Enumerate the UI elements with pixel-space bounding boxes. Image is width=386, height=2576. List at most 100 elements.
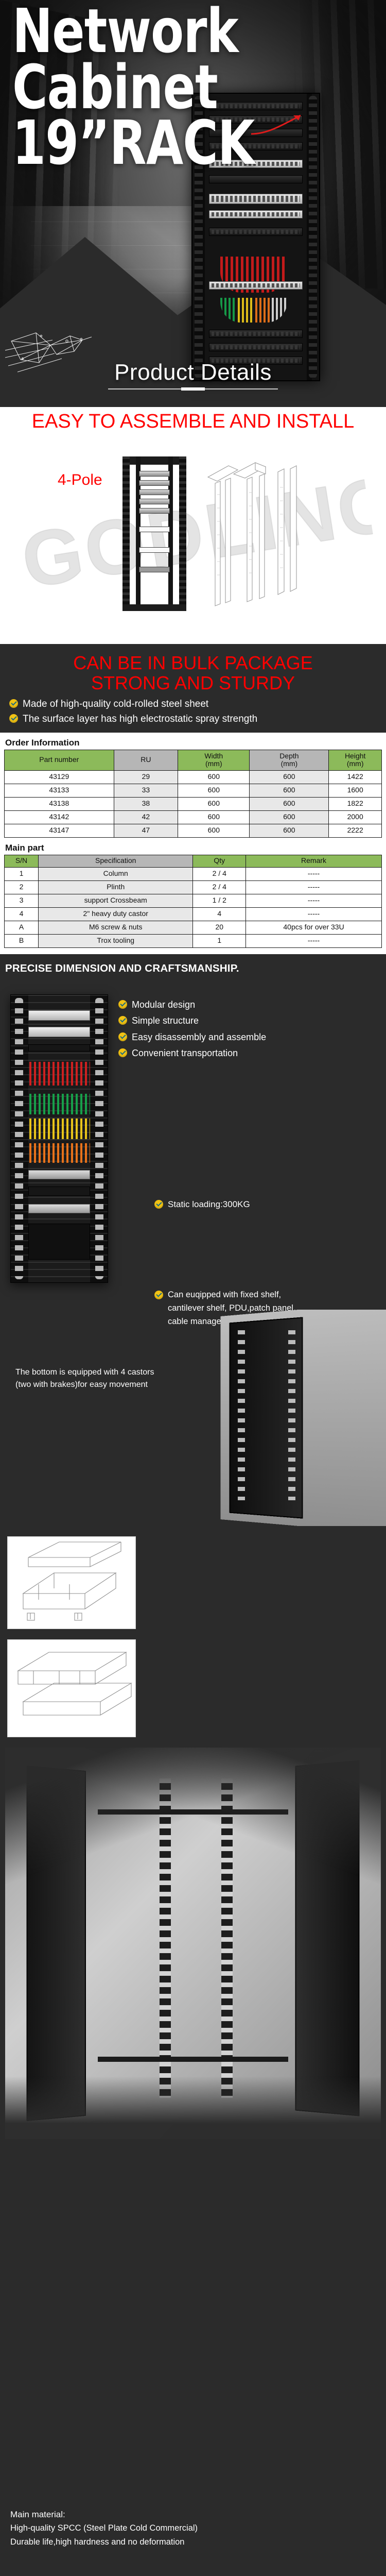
column-header-height: Height (mm) (328, 749, 382, 771)
cell-sn: 3 (4, 893, 39, 908)
table-row: 1 Column 2 / 4 ----- (4, 867, 382, 881)
red-cables (29, 1061, 90, 1086)
rack-unit-patch-panel-4 (209, 228, 303, 236)
cell-specification: Plinth (38, 880, 194, 894)
static-loading-text: Static loading:300KG (168, 1199, 250, 1209)
check-circle-icon (118, 1048, 127, 1058)
castor-text-line1: The bottom is equipped with 4 castors (15, 1367, 154, 1377)
patch-panel (28, 1010, 90, 1021)
page-title-line2: 19”RACK (12, 107, 255, 179)
cell-sn: 2 (4, 880, 39, 894)
rack-unit-cable-manager (209, 175, 303, 183)
assemble-heading: EASY TO ASSEMBLE AND INSTALL (31, 411, 355, 432)
cell-specification: Column (38, 867, 194, 881)
rack-unit-lower-1 (209, 330, 303, 338)
rack-unit-temperature (209, 102, 303, 110)
rack-unit-patch-panel-3 (209, 210, 303, 218)
order-information-table: Part number RU Width (mm) Depth (mm) Hei (4, 749, 382, 838)
hero-banner: Network Cabinet 19”RACK Product Details (0, 0, 386, 407)
table-header-row: Part number RU Width (mm) Depth (mm) Hei (4, 749, 382, 771)
cell-part-number: 43129 (4, 770, 114, 784)
cell-width: 600 (178, 796, 250, 811)
cell-depth: 600 (249, 783, 329, 798)
cell-part-number: 43138 (4, 796, 114, 811)
cell-remark: 40pcs for over 33U (245, 920, 382, 935)
table-row: 43147 47 600 600 2222 (4, 823, 382, 838)
cell-sn: 1 (4, 867, 39, 881)
feature-text: Easy disassembly and assemble (132, 1031, 267, 1042)
cell-qty: 1 (192, 934, 247, 948)
check-circle-icon (9, 714, 18, 723)
cell-height: 1822 (328, 796, 382, 811)
cell-height: 2222 (328, 823, 382, 838)
rack-closeup-photo (10, 994, 108, 1283)
plinth-line-drawing (7, 1536, 136, 1629)
order-information-title: Order Information (5, 737, 80, 748)
column-header-ru: RU (113, 749, 179, 771)
bulk-package-section: CAN BE IN BULK PACKAGE STRONG AND STURDY… (0, 644, 386, 733)
table-row: 43138 38 600 600 1822 (4, 796, 382, 811)
castor-text-line2: (two with brakes)for easy movement (15, 1380, 148, 1389)
rack-hole-strip-left (15, 997, 23, 1279)
cell-ru: 38 (113, 796, 179, 811)
table-row: A M6 screw & nuts 20 40pcs for over 33U (4, 920, 382, 935)
rack-unit-patch-panel-1 (209, 160, 303, 168)
feature-text: Modular design (132, 999, 196, 1010)
bullet-text: The surface layer has high electrostatic… (23, 713, 258, 724)
column-header-width: Width (mm) (178, 749, 250, 771)
precise-heading: PRECISE DIMENSION AND CRAFTSMANSHIP. (5, 962, 239, 974)
list-item: Simple structure (118, 1014, 386, 1028)
patch-panel (28, 1204, 90, 1213)
table-row: 4 2" heavy duty castor 4 ----- (4, 907, 382, 921)
product-details-banner: Product Details (0, 360, 386, 389)
blank-panel (28, 1044, 90, 1052)
column-header-specification: Specification (38, 854, 194, 868)
table-row: 2 Plinth 2 / 4 ----- (4, 880, 382, 894)
column-header-depth: Depth (mm) (249, 749, 329, 771)
cell-qty: 1 / 2 (192, 893, 247, 908)
equip-text-line1: Can euqipped with fixed shelf, (168, 1290, 282, 1299)
list-item: Convenient transportation (118, 1047, 386, 1060)
table-row: B Trox tooling 1 ----- (4, 934, 382, 948)
cell-width: 600 (178, 810, 250, 824)
cell-specification: 2" heavy duty castor (38, 907, 194, 921)
rack-unit-patch-panel-2 (209, 194, 303, 204)
check-circle-icon (154, 1199, 163, 1209)
column-header-part-number: Part number (4, 749, 114, 771)
yellow-cables (29, 1118, 90, 1139)
cell-specification: M6 screw & nuts (38, 920, 194, 935)
patch-panel (28, 1026, 90, 1037)
product-details-label: Product Details (114, 360, 272, 385)
table-row: 43142 42 600 600 2000 (4, 810, 382, 824)
check-circle-icon (9, 699, 18, 708)
feature-text: Simple structure (132, 1015, 199, 1026)
rack-rail-left (195, 96, 203, 378)
plinth-drawing-icon (22, 1541, 121, 1621)
cell-qty: 2 / 4 (192, 880, 247, 894)
cell-ru: 33 (113, 783, 179, 798)
bullet-text: Made of high-quality cold-rolled steel s… (23, 698, 209, 709)
bulk-heading-line1: CAN BE IN BULK PACKAGE (73, 652, 313, 673)
cell-width: 600 (178, 770, 250, 784)
column-header-sn: S/N (4, 854, 39, 868)
green-cables (29, 1093, 90, 1114)
column-header-qty: Qty (192, 854, 247, 868)
cell-part-number: 43147 (4, 823, 114, 838)
colored-patch-cables (220, 298, 287, 323)
cell-height: 2000 (328, 810, 382, 824)
page-title: Network Cabinet 19”RACK (12, 1, 341, 179)
cell-remark: ----- (245, 867, 382, 881)
rack-rail-right (309, 96, 317, 378)
cell-remark: ----- (245, 934, 382, 948)
material-line1: High-quality SPCC (Steel Plate Cold Comm… (10, 2523, 198, 2533)
bulk-heading: CAN BE IN BULK PACKAGE STRONG AND STURDY (0, 653, 386, 693)
cell-part-number: 43133 (4, 783, 114, 798)
cell-specification: support Crossbeam (38, 893, 194, 908)
equip-text-line2: cantilever shelf, PDU,patch panel, (168, 1303, 296, 1313)
product-details-underline (108, 388, 278, 389)
cell-sn: B (4, 934, 39, 948)
assembled-rack-illustration (122, 456, 186, 611)
material-title: Main material: (10, 2509, 65, 2519)
cell-width: 600 (178, 783, 250, 798)
cell-remark: ----- (245, 907, 382, 921)
